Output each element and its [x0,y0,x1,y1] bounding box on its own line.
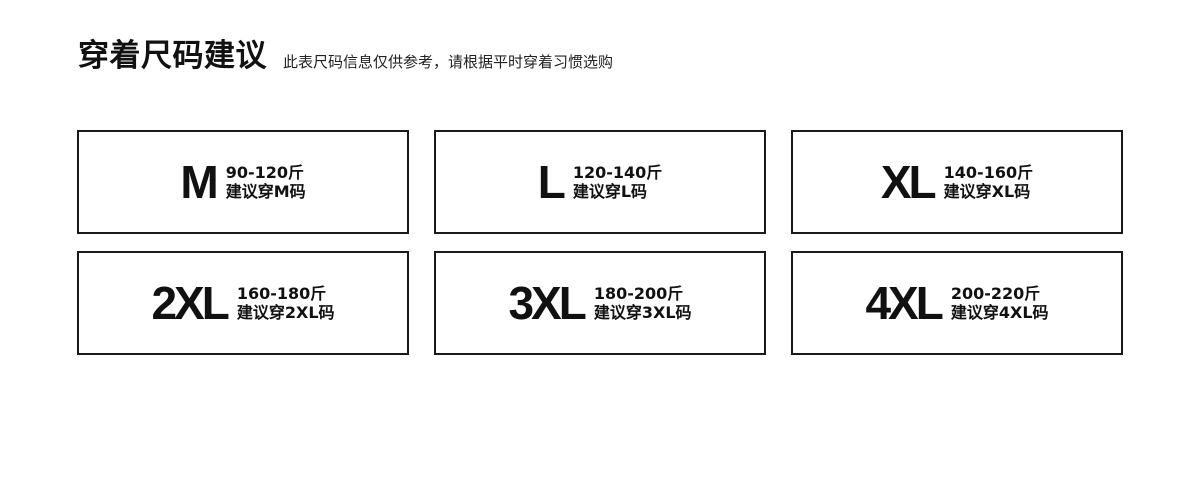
size-advice: 建议穿XL码 [943,182,1031,201]
size-advice: 建议穿3XL码 [593,303,692,322]
size-advice: 建议穿L码 [572,182,648,201]
size-card-4xl: 4XL 200-220斤 建议穿4XL码 [791,251,1123,355]
size-advice: 建议穿M码 [225,182,306,201]
size-advice: 建议穿4XL码 [950,303,1049,322]
weight-range: 160-180斤 [236,284,327,303]
size-card-l: L 120-140斤 建议穿L码 [434,130,766,234]
weight-range: 120-140斤 [572,163,663,182]
page-subtitle: 此表尺码信息仅供参考，请根据平时穿着习惯选购 [283,53,614,71]
size-label: M [180,156,218,208]
weight-range: 90-120斤 [225,163,304,182]
size-info: 140-160斤 建议穿XL码 [944,163,1033,201]
size-label: 3XL [508,277,586,329]
size-info: 90-120斤 建议穿M码 [226,163,306,201]
size-card-m: M 90-120斤 建议穿M码 [77,130,409,234]
size-label: 2XL [151,277,229,329]
size-card-2xl: 2XL 160-180斤 建议穿2XL码 [77,251,409,355]
size-info: 180-200斤 建议穿3XL码 [594,284,692,322]
size-label: 4XL [865,277,943,329]
size-advice: 建议穿2XL码 [236,303,335,322]
size-info: 200-220斤 建议穿4XL码 [951,284,1049,322]
size-card-xl: XL 140-160斤 建议穿XL码 [791,130,1123,234]
size-label: L [537,156,566,208]
size-grid: M 90-120斤 建议穿M码 L 120-140斤 建议穿L码 XL 140-… [77,130,1124,355]
size-info: 160-180斤 建议穿2XL码 [237,284,335,322]
size-info: 120-140斤 建议穿L码 [573,163,662,201]
weight-range: 140-160斤 [943,163,1034,182]
size-label: XL [880,156,937,208]
weight-range: 180-200斤 [593,284,684,303]
size-card-3xl: 3XL 180-200斤 建议穿3XL码 [434,251,766,355]
header: 穿着尺码建议 此表尺码信息仅供参考，请根据平时穿着习惯选购 [78,36,613,76]
weight-range: 200-220斤 [950,284,1041,303]
page-title: 穿着尺码建议 [78,38,267,74]
